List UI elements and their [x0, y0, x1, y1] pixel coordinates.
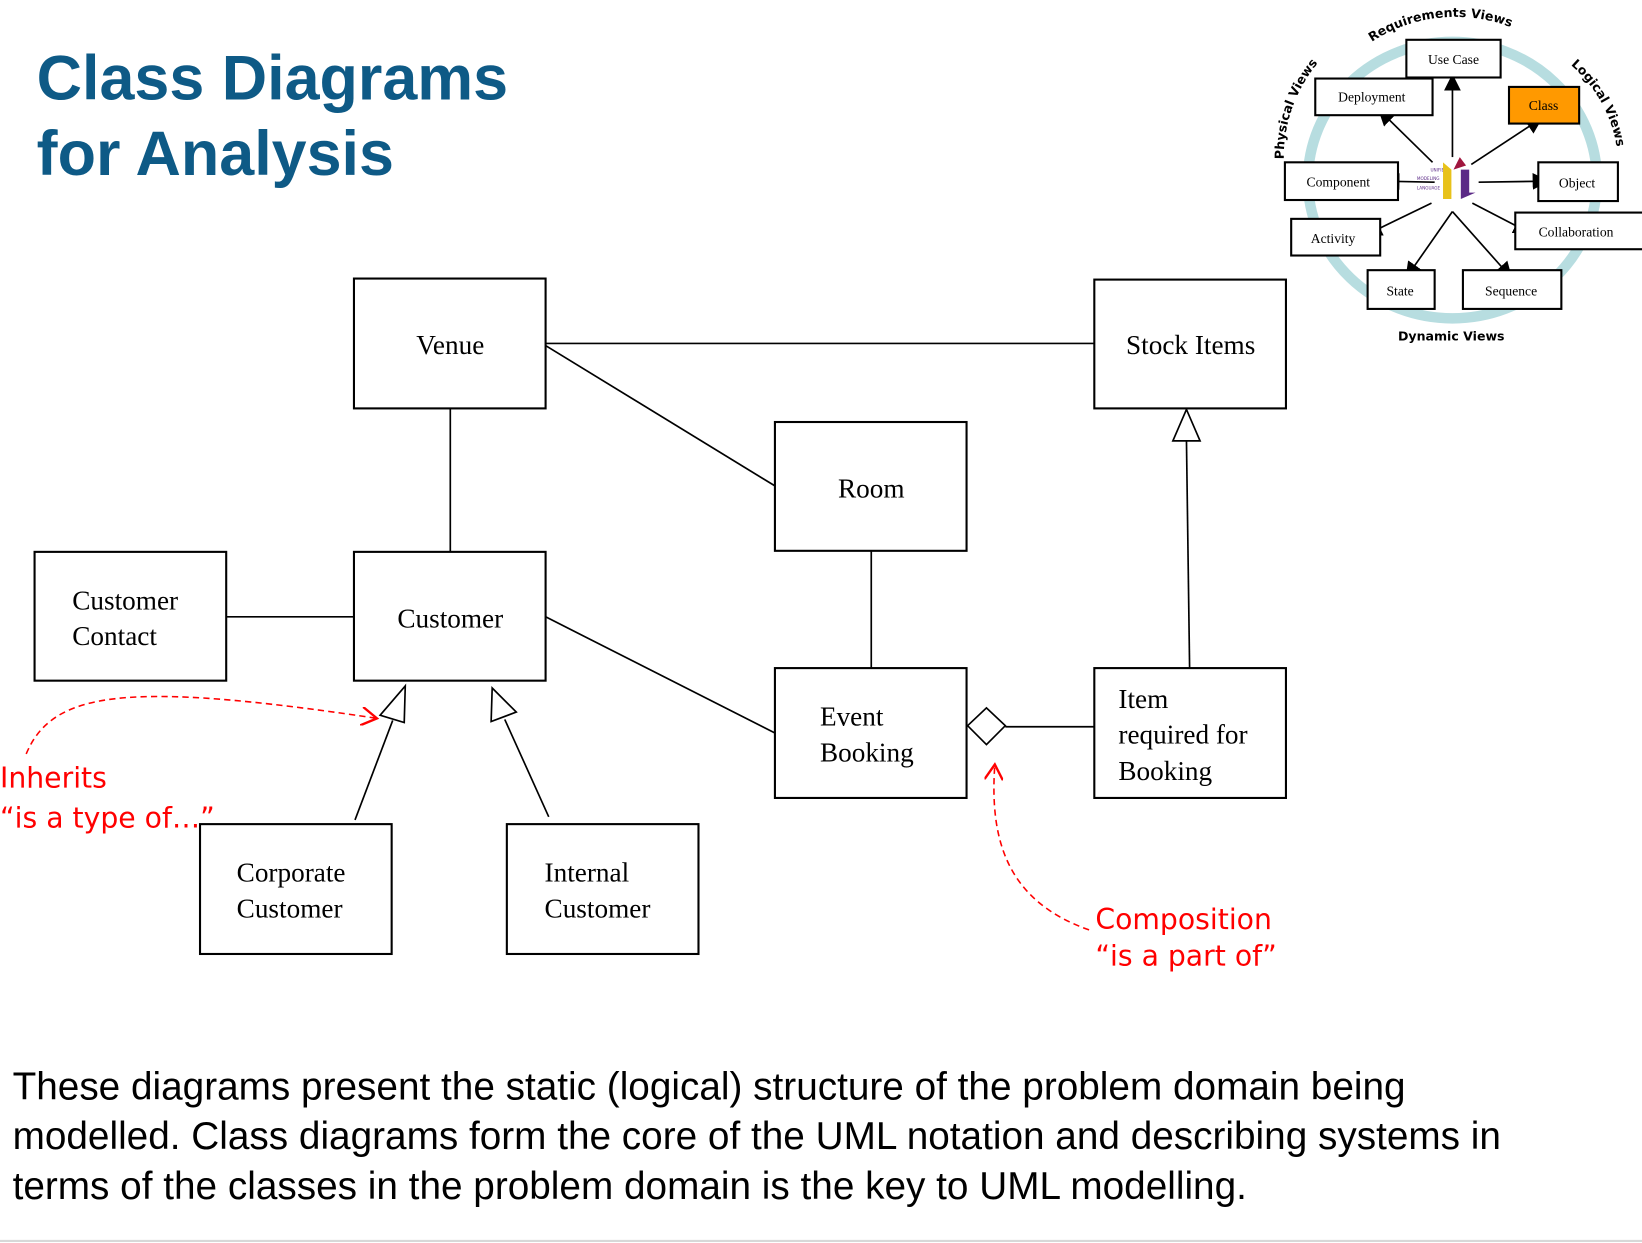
generalization-triangle	[1171, 407, 1202, 442]
svg-text:State: State	[1386, 283, 1413, 298]
composition-diamond	[966, 706, 1007, 746]
annotation-text: “is a type of…”	[0, 801, 215, 834]
class-label: Event	[820, 702, 884, 732]
class-label: required for	[1118, 719, 1247, 749]
class-label: Customer	[72, 585, 178, 615]
class-stock-items[interactable]: Stock Items	[1093, 278, 1287, 410]
composition-annotation: Composition “is a part of”	[994, 764, 1277, 972]
associations	[226, 342, 1202, 821]
class-label: Room	[838, 473, 905, 503]
class-label: Item	[1118, 684, 1168, 714]
dynamic-views-label: Dynamic Views	[1398, 328, 1505, 343]
diagram-activity[interactable]: Activity	[1290, 217, 1382, 257]
svg-text:Deployment: Deployment	[1338, 90, 1405, 105]
svg-text:Class: Class	[1529, 98, 1558, 113]
class-room[interactable]: Room	[773, 420, 968, 552]
class-label: Booking	[1118, 756, 1212, 786]
class-label: Customer	[237, 893, 343, 923]
class-label: Stock Items	[1126, 330, 1255, 360]
class-label: Customer	[545, 893, 651, 923]
diagram-collaboration[interactable]: Collaboration	[1514, 211, 1642, 251]
svg-text:Activity: Activity	[1311, 231, 1356, 246]
item-stock-generalization	[1185, 440, 1191, 669]
svg-text:MODELING: MODELING	[1417, 176, 1440, 181]
generalization-triangle	[490, 686, 518, 723]
svg-text:Component: Component	[1307, 174, 1371, 189]
diagram-use-case[interactable]: Use Case	[1405, 38, 1502, 79]
dashed-arrow	[994, 764, 1090, 931]
diagram-object[interactable]: Object	[1537, 161, 1619, 203]
uml-logo: UNIFIED MODELING LANGUAGE	[1417, 157, 1476, 199]
svg-text:UNIFIED: UNIFIED	[1430, 168, 1447, 173]
description-line: modelled. Class diagrams form the core o…	[13, 1115, 1501, 1158]
svg-text:LANGUAGE: LANGUAGE	[1417, 186, 1441, 191]
diagram-component[interactable]: Component	[1283, 161, 1400, 202]
class-event-booking[interactable]: Event Booking	[773, 667, 968, 799]
annotation-text: “is a part of”	[1095, 939, 1276, 972]
class-label: Venue	[416, 330, 484, 360]
title-line-2: for Analysis	[37, 119, 394, 189]
class-label: Corporate	[237, 858, 346, 888]
slide-title: Class Diagrams for Analysis	[37, 43, 508, 188]
customer-booking-association	[545, 616, 776, 734]
class-venue[interactable]: Venue	[352, 277, 547, 410]
uml-views-wheel: UNIFIED MODELING LANGUAGE Use Case Deplo…	[1272, 5, 1642, 343]
class-corporate-customer[interactable]: Corporate Customer	[198, 823, 393, 956]
venue-room-association	[545, 344, 776, 487]
description: These diagrams present the static (logic…	[13, 1066, 1501, 1208]
internal-customer-generalization	[503, 719, 550, 818]
diagram-class[interactable]: Class	[1507, 85, 1581, 125]
corporate-customer-generalization	[354, 720, 394, 821]
class-internal-customer[interactable]: Internal Customer	[505, 823, 700, 956]
class-label: Customer	[397, 603, 503, 633]
class-customer-contact[interactable]: Customer Contact	[33, 550, 228, 682]
description-line: terms of the classes in the problem doma…	[13, 1165, 1247, 1208]
diagram-state[interactable]: State	[1366, 269, 1436, 310]
diagram-deployment[interactable]: Deployment	[1314, 77, 1434, 117]
class-label: Booking	[820, 737, 914, 767]
svg-text:Collaboration: Collaboration	[1539, 225, 1614, 240]
annotation-text: Inherits	[0, 761, 107, 794]
svg-text:Sequence: Sequence	[1485, 283, 1537, 298]
class-item-required-for-booking[interactable]: Item required for Booking	[1093, 667, 1287, 799]
title-line-1: Class Diagrams	[37, 43, 508, 113]
generalization-triangle	[378, 683, 407, 724]
class-label: Contact	[72, 621, 157, 651]
class-customer[interactable]: Customer	[352, 550, 547, 682]
svg-text:Use Case: Use Case	[1428, 52, 1479, 67]
svg-text:Object: Object	[1559, 175, 1595, 190]
inherits-annotation: Inherits “is a type of…”	[0, 695, 377, 834]
dashed-arrow	[25, 695, 377, 755]
diagram-sequence[interactable]: Sequence	[1461, 269, 1563, 310]
annotation-text: Composition	[1095, 903, 1272, 936]
class-label: Internal	[545, 858, 630, 888]
description-line: These diagrams present the static (logic…	[13, 1066, 1406, 1109]
